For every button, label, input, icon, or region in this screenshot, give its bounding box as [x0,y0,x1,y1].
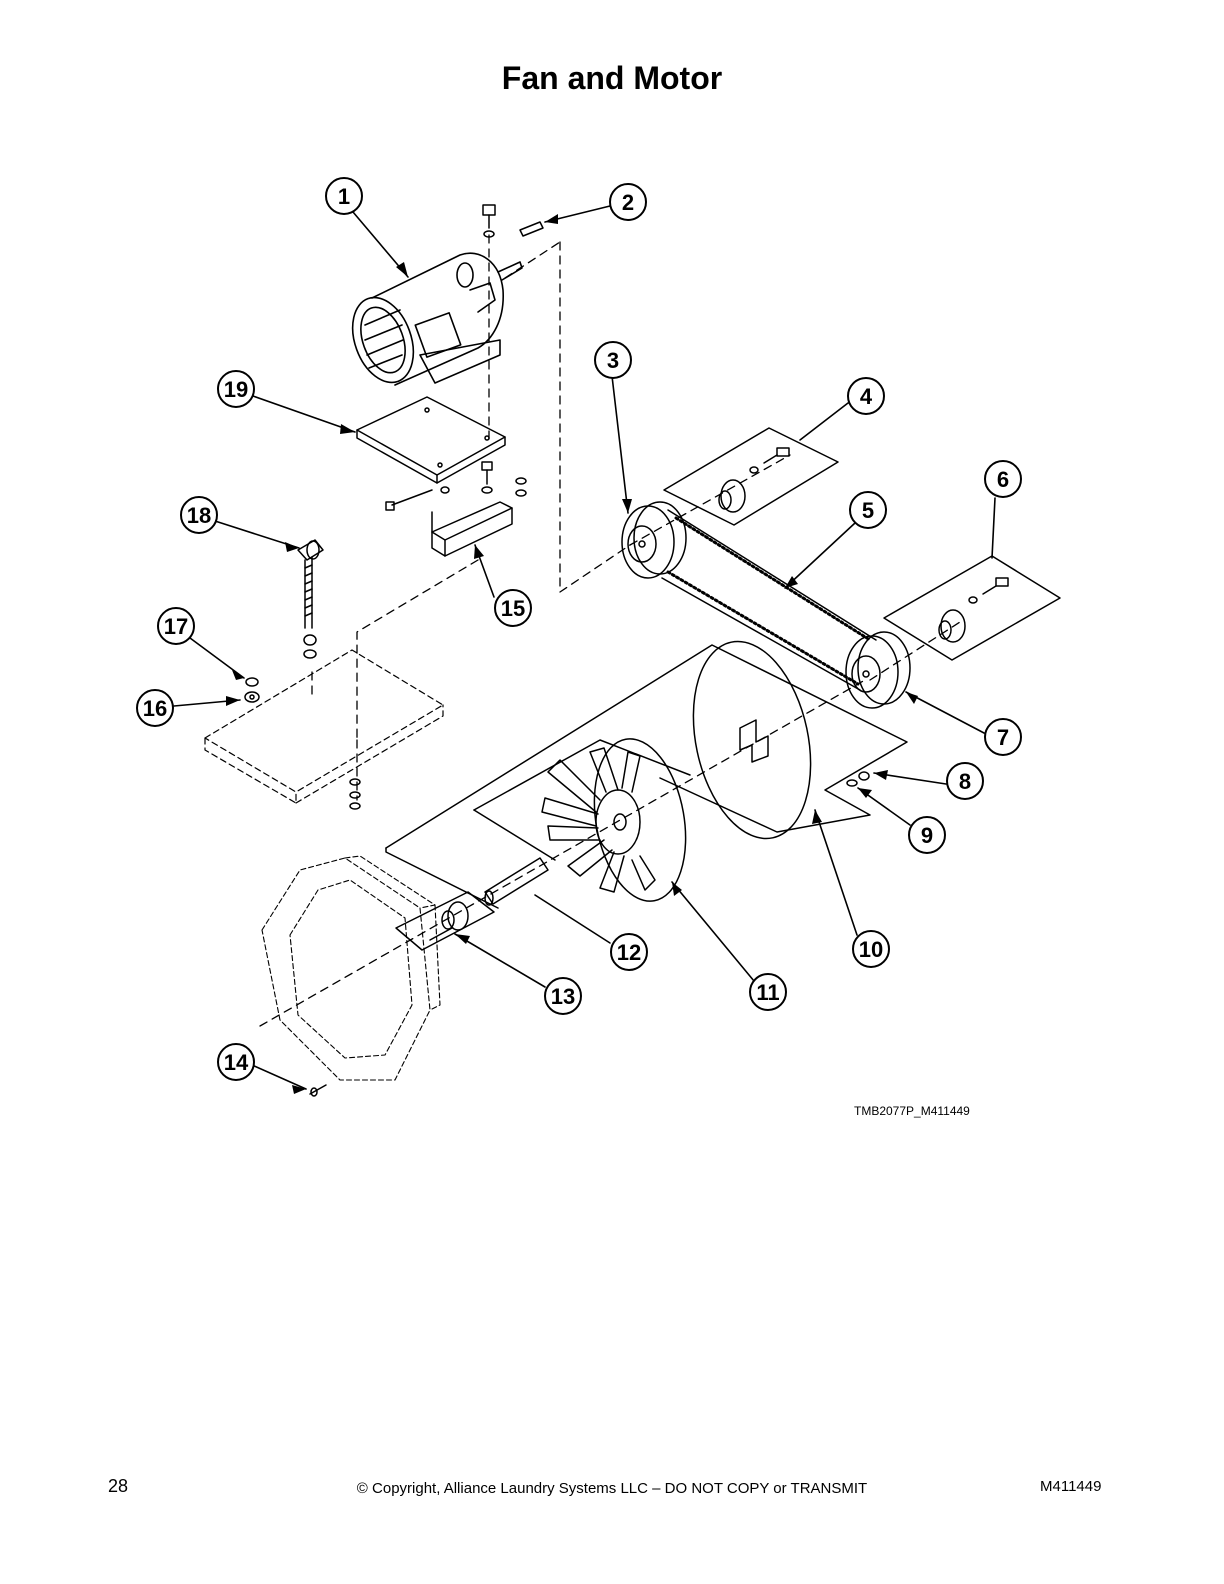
callout-label-16: 16 [143,696,167,721]
callout-label-5: 5 [862,498,874,523]
callout-6 [984,460,1022,498]
screw [309,1084,327,1097]
callout-label-15: 15 [501,596,525,621]
bolt-top [482,204,496,238]
box-11 [473,739,691,861]
box-13 [395,891,495,951]
drawing-code: TMB2077P_M411449 [854,1104,970,1118]
callout-label-11: 11 [756,980,779,1005]
callout-label-18: 18 [187,503,211,528]
callout-label-7: 7 [997,725,1009,750]
callout-label-6: 6 [997,467,1009,492]
callout-1 [325,177,363,215]
callout-16 [136,689,174,727]
callout-10 [852,930,890,968]
callout-13 [544,977,582,1015]
copyright-notice: © Copyright, Alliance Laundry Systems LL… [356,1480,868,1497]
callout-label-3: 3 [607,348,619,373]
shaft [484,857,549,906]
belt [661,509,877,691]
callout-label-8: 8 [959,769,971,794]
key [519,221,544,237]
callout-9 [908,816,946,854]
motor [351,252,523,386]
callout-15 [494,589,532,627]
callout-17 [157,607,195,645]
callout-2 [609,183,647,221]
callout-label-4: 4 [860,384,873,409]
callout-label-13: 13 [551,984,575,1009]
page-title: Fan and Motor [501,60,723,96]
callout-19 [217,370,255,408]
washer-nut-left [244,677,260,703]
callout-label-14: 14 [224,1050,249,1075]
callout-5 [849,491,887,529]
callout-label-9: 9 [921,823,933,848]
callout-11 [749,973,787,1011]
box-6 [883,555,1061,661]
callout-14 [217,1043,255,1081]
box-4 [663,427,839,526]
callout-8 [946,762,984,800]
callout-circles [136,177,1022,1081]
document-number: M411449 [1040,1478,1102,1495]
page-number: 28 [108,1476,129,1496]
callout-label-2: 2 [622,190,634,215]
base-hardware [349,778,361,810]
callout-label-12: 12 [617,940,641,965]
box-10 [385,640,908,909]
callout-3 [594,341,632,379]
callout-label-19: 19 [224,377,248,402]
callout-7 [984,718,1022,756]
fan-housing [261,855,441,1081]
callout-4 [847,377,885,415]
bracket [431,501,513,557]
callout-12 [610,933,648,971]
motor-mount-plate [356,396,506,484]
base-panel [204,649,444,804]
adjusting-bolt [297,539,324,659]
plate-hardware [385,461,527,511]
arrowheads [226,214,918,1094]
callout-label-17: 17 [164,614,188,639]
motor-pulley [621,501,687,579]
fan-pulley [845,631,911,709]
callout-labels: 1 2 3 4 5 6 7 8 9 10 11 12 13 14 15 16 1… [143,184,1009,1075]
callout-label-10: 10 [859,937,883,962]
callout-label-1: 1 [338,184,350,209]
callout-18 [180,496,218,534]
fan-wheel [541,738,687,902]
